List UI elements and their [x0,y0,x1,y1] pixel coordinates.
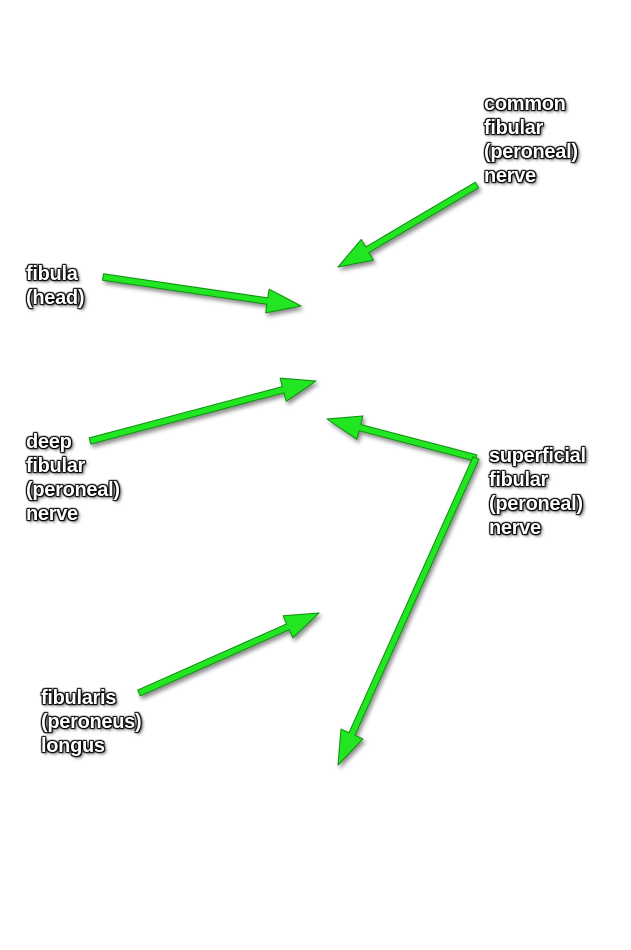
label-line: superficial [489,445,586,467]
label-line: (peroneus) [41,711,142,733]
label-line: deep [26,431,72,453]
label-line: fibular [489,469,549,491]
label-line: fibular [484,117,544,139]
label-line: nerve [484,165,536,187]
label-line: nerve [489,517,541,539]
label-fibula-head: fibula (head) [26,262,85,310]
label-fibularis-longus: fibularis (peroneus) longus [41,686,142,758]
label-line: fibularis [41,687,117,709]
arrow-deep-fibular-nerve [88,377,317,445]
label-common-fibular-nerve: common fibular (peroneal) nerve [484,92,578,188]
arrow-fibula-head [102,273,302,314]
arrow-superficial-to-lower [337,456,480,766]
arrow-superficial-to-upper [326,415,478,462]
label-line: nerve [26,503,78,525]
label-line: fibula [26,263,78,285]
label-line: (peroneal) [484,141,578,163]
arrow-fibularis-longus [137,612,320,697]
label-superficial-fibular-nerve: superficial fibular (peroneal) nerve [489,444,586,540]
arrow-common-fibular-nerve [337,181,480,268]
label-line: (peroneal) [489,493,583,515]
label-line: (peroneal) [26,479,120,501]
label-line: fibular [26,455,86,477]
label-line: common [484,93,566,115]
label-deep-fibular-nerve: deep fibular (peroneal) nerve [26,430,120,526]
label-line: (head) [26,287,85,309]
label-line: longus [41,735,105,757]
